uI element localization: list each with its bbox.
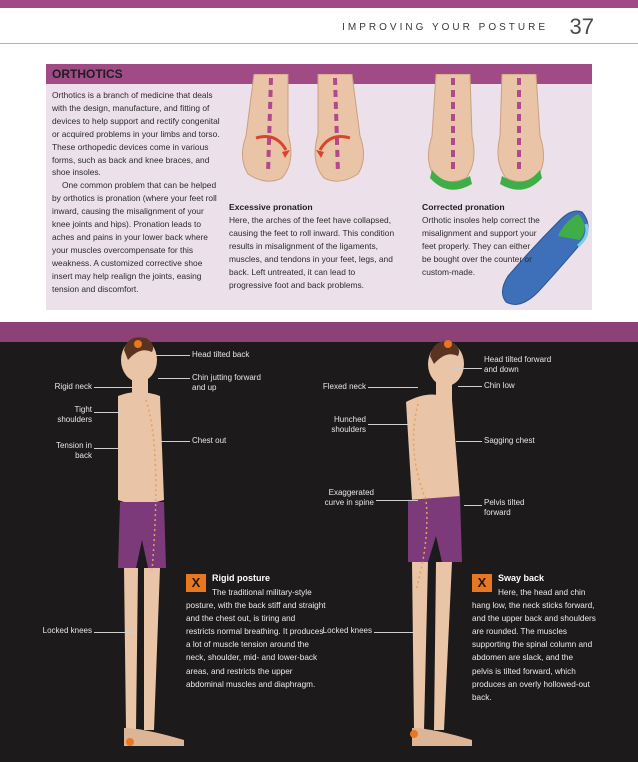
orthotic-insole-illustration (502, 210, 589, 305)
posture-section-band (0, 322, 638, 342)
corrected-pronation-illustration (428, 74, 544, 190)
top-accent-bar (0, 0, 638, 8)
rigid-line-knees (94, 632, 134, 633)
rigid-label-tension: Tension in back (55, 441, 92, 460)
posture-section (0, 322, 638, 762)
sway-line-chin (458, 386, 482, 387)
sway-line-neck (368, 387, 418, 388)
rigid-label-knees: Locked knees (42, 626, 92, 635)
excessive-pronation-title: Excessive pronation (229, 202, 313, 212)
sway-line-knees (374, 632, 414, 633)
rigid-posture-title: Rigid posture (212, 573, 270, 583)
page-header (0, 8, 638, 44)
sway-back-figure (406, 340, 472, 746)
orthotics-body: Orthotics is a branch of medicine that d… (52, 89, 224, 296)
rigid-line-chest (160, 441, 190, 442)
sway-label-head-tilted: Head tilted forward and down (484, 355, 552, 374)
page-number: 37 (569, 14, 594, 39)
running-title: IMPROVING YOUR POSTURE (342, 22, 548, 33)
sway-line-hunched (368, 424, 412, 425)
orthotics-title: ORTHOTICS (52, 67, 123, 81)
rigid-label-head-tilted: Head tilted back (192, 350, 250, 359)
rigid-label-neck: Rigid neck (54, 382, 92, 391)
rigid-label-chest: Chest out (192, 436, 227, 445)
sway-x-badge: X (472, 574, 492, 592)
sway-back-text: Here, the head and chin hang low, the ne… (472, 588, 596, 702)
rigid-posture-text: The traditional military-style posture, … (186, 588, 326, 689)
sway-line-sagging (456, 441, 482, 442)
sway-line-head (454, 368, 482, 369)
sway-label-exaggerated: Exaggerated curve in spine (324, 488, 374, 507)
orthotics-para-2: One common problem that can be helped by… (52, 180, 217, 294)
sway-label-chin: Chin low (484, 381, 515, 390)
sway-label-knees: Locked knees (322, 626, 372, 635)
excessive-pronation-text: Here, the arches of the feet have collap… (229, 215, 395, 290)
rigid-line-tension (94, 448, 118, 449)
rigid-line-chin (158, 378, 190, 379)
rigid-label-tight: Tight shoulders (57, 405, 92, 424)
excessive-pronation-illustration (242, 74, 364, 182)
rigid-x-badge: X (186, 574, 206, 592)
sway-line-pelvis (464, 505, 482, 506)
sway-line-exaggerated (376, 500, 418, 501)
sway-label-pelvis: Pelvis tilted forward (484, 498, 525, 517)
rigid-line-tight (94, 412, 122, 413)
orthotics-para-1: Orthotics is a branch of medicine that d… (52, 90, 220, 178)
rigid-label-chin: Chin jutting forward and up (192, 373, 261, 392)
sway-label-sagging: Sagging chest (484, 436, 535, 445)
rigid-line-head (150, 355, 190, 356)
corrected-pronation-title: Corrected pronation (422, 202, 505, 212)
sway-back-title: Sway back (498, 573, 545, 583)
corrected-pronation-text: Orthotic insoles help correct the misali… (422, 215, 540, 277)
rigid-line-neck (94, 387, 132, 388)
sway-label-hunched: Hunched shoulders (331, 415, 366, 434)
rigid-posture-figure (118, 337, 184, 746)
sway-label-flexed-neck: Flexed neck (322, 382, 366, 391)
